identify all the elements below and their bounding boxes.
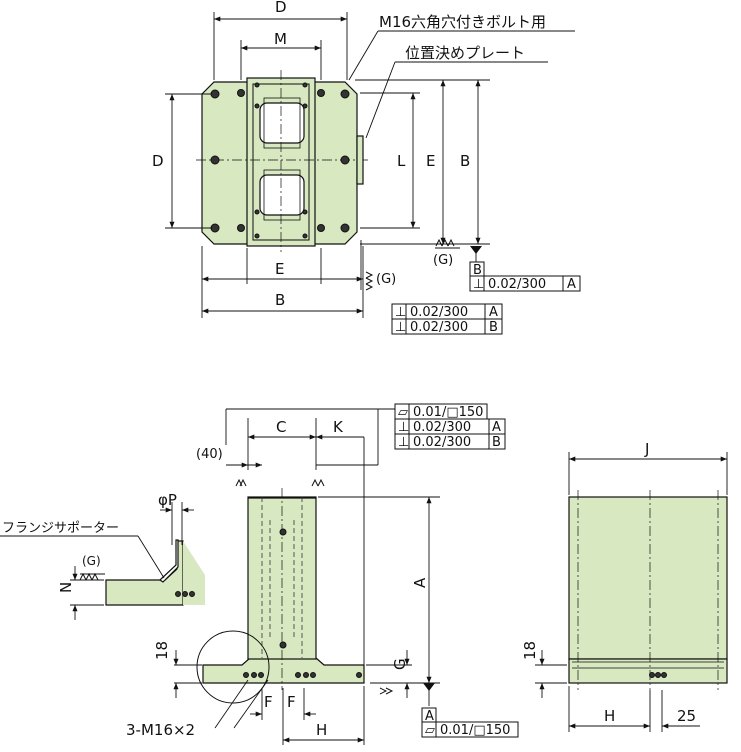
tol-bottom-value: 0.01/□150 xyxy=(440,723,510,738)
tol-side1-symbol: ⊥ xyxy=(395,305,406,320)
dim-J: J xyxy=(644,440,649,458)
dim-B-right: B xyxy=(460,152,470,170)
datum-triangle-top xyxy=(470,246,482,254)
tol-front2-value: 0.02/300 xyxy=(413,420,471,435)
dim-C: C xyxy=(276,418,286,436)
tol-frame-bottom xyxy=(421,721,519,738)
dim-N: N xyxy=(57,582,75,593)
dim-E-bottom: E xyxy=(275,260,284,278)
dim-M: M xyxy=(274,30,287,48)
dim-phiP: φP xyxy=(158,491,177,509)
dim-L: L xyxy=(397,152,406,170)
front-base xyxy=(202,657,365,684)
side-view xyxy=(568,496,728,684)
surface-G-bottom: (G) xyxy=(433,253,453,268)
dim-F2: F xyxy=(287,693,296,711)
dim-H-side: H xyxy=(604,707,615,725)
label-flange-supporter: フランジサポーター xyxy=(2,521,119,536)
front-view xyxy=(202,496,365,684)
dim-K: K xyxy=(333,418,344,436)
callout-bolt: M16六角穴付きボルト用 xyxy=(379,13,546,31)
dim-40: (40) xyxy=(196,447,223,462)
tol-side2-symbol: ⊥ xyxy=(395,320,406,335)
tol-side2-value: 0.02/300 xyxy=(410,320,468,335)
tol-front2-symbol: ⊥ xyxy=(398,420,409,435)
dim-G: G xyxy=(391,658,409,670)
tol-top-value: 0.02/300 xyxy=(488,277,546,292)
detail-circle xyxy=(196,630,270,704)
dim-18-front: 18 xyxy=(153,641,171,660)
dim-F1: F xyxy=(264,693,273,711)
tol-top-datum: A xyxy=(567,277,576,292)
dim-18-side: 18 xyxy=(521,641,539,660)
side-base xyxy=(568,658,728,684)
dim-E-right: E xyxy=(426,152,435,170)
tol-top-symbol: ⊥ xyxy=(473,277,484,292)
tol-front2-datum: A xyxy=(492,420,501,435)
surface-G-flange: (G) xyxy=(82,554,101,568)
tol-front3-symbol: ⊥ xyxy=(398,435,409,450)
tol-frame-front-3 xyxy=(394,433,506,450)
tol-front3-value: 0.02/300 xyxy=(413,435,471,450)
tol-bottom-symbol: ⏥ xyxy=(425,723,435,738)
datum-A-label: A xyxy=(425,709,434,724)
tol-side1-value: 0.02/300 xyxy=(410,305,468,320)
dim-B-bottom: B xyxy=(275,291,285,309)
top-window-lower xyxy=(259,174,305,216)
tol-front3-datum: B xyxy=(492,435,501,450)
dim-25: 25 xyxy=(677,707,696,725)
datum-triangle-front xyxy=(423,683,435,691)
side-body xyxy=(568,496,728,660)
top-window-upper xyxy=(259,102,305,144)
dim-D-left: D xyxy=(152,152,164,170)
dim-A: A xyxy=(411,577,429,588)
tol-front1-symbol: ⏥ xyxy=(398,405,408,420)
dim-D-top: D xyxy=(275,0,287,16)
callout-plate: 位置決めプレート xyxy=(405,44,525,62)
surface-G-right: (G) xyxy=(376,272,396,287)
tol-frame-top xyxy=(469,275,581,292)
top-view xyxy=(196,70,370,252)
dim-H-front: H xyxy=(316,721,327,739)
flange-supporter xyxy=(105,539,205,606)
datum-B-label: B xyxy=(473,263,482,278)
tol-front1-value: 0.01/□150 xyxy=(413,405,483,420)
tol-side1-datum: A xyxy=(489,305,498,320)
top-bolt-holes xyxy=(210,82,350,239)
positioning-plate xyxy=(356,135,364,185)
bolt-label: 3-M16×2 xyxy=(126,721,195,739)
tol-side2-datum: B xyxy=(489,320,498,335)
tol-frame-side-2 xyxy=(391,318,503,335)
